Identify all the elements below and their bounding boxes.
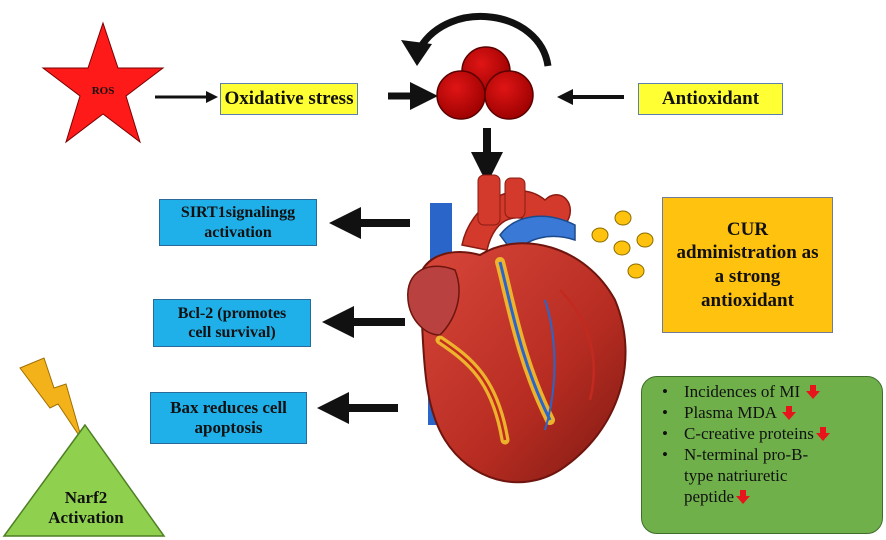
outcome-text: C-creative proteins — [684, 424, 814, 443]
antioxidant-label: Antioxidant — [661, 87, 760, 109]
outcome-item-crp: C-creative proteins — [662, 423, 876, 444]
ros-star-shape — [41, 21, 165, 144]
cell-left — [436, 70, 486, 120]
sirt1-line1: SIRT1signalingg — [180, 204, 296, 222]
outcome-text: type natriuretic — [684, 466, 788, 485]
heart-illustration — [407, 174, 627, 484]
cur-line2: administration as — [676, 242, 819, 264]
oxidative-stress-label: Oxidative stress — [224, 87, 354, 109]
cur-line4: antioxidant — [701, 289, 794, 311]
cur-particle — [627, 263, 645, 279]
sirt1-box: SIRT1signalingg activation — [159, 199, 317, 246]
cycle-arrowhead — [401, 40, 432, 66]
cur-line3: a strong — [714, 266, 781, 287]
decrease-arrow-icon — [736, 490, 751, 504]
outcome-text: peptide — [684, 487, 735, 506]
ros-label-text: ROS — [91, 85, 115, 97]
narf2-triangle — [2, 423, 166, 537]
outcome-item-mda: Plasma MDA — [662, 402, 876, 423]
outcomes-panel: Incidences of MI Plasma MDA C-creative p… — [641, 376, 883, 534]
cur-particle — [613, 240, 631, 256]
cur-particle — [636, 232, 654, 248]
bax-box: Bax reduces cell apoptosis — [150, 392, 307, 444]
outcome-text: Incidences of MI — [684, 382, 801, 401]
decrease-arrow-icon — [782, 406, 797, 420]
sirt1-line2: activation — [204, 223, 272, 241]
narf2-line1: Narf2 — [64, 488, 108, 507]
cur-particle — [614, 210, 632, 226]
outcome-item-ntprobnp: N-terminal pro-B- — [662, 444, 876, 465]
decrease-arrow-icon — [815, 427, 830, 441]
oxidative-stress-box: Oxidative stress — [220, 83, 358, 115]
lightning-icon — [19, 357, 83, 441]
outcome-item-continued: type natriuretic — [684, 465, 876, 486]
outcome-text: N-terminal pro-B- — [684, 445, 809, 464]
outcomes-list: Incidences of MI Plasma MDA C-creative p… — [642, 377, 882, 507]
bcl2-line2: cell survival) — [188, 324, 276, 341]
bax-line2: apoptosis — [194, 418, 263, 437]
outcome-item-mi: Incidences of MI — [662, 381, 876, 402]
outcome-item-continued: peptide — [684, 486, 876, 507]
cur-particle — [591, 227, 609, 243]
bax-line1: Bax reduces cell — [170, 397, 287, 417]
antioxidant-box: Antioxidant — [638, 83, 783, 115]
bcl2-line1: Bcl-2 (promotes — [177, 304, 287, 322]
bcl2-box: Bcl-2 (promotes cell survival) — [153, 299, 311, 347]
decrease-arrow-icon — [806, 385, 821, 399]
cycle-curved-arrow — [417, 13, 552, 67]
ros-label: ROS — [83, 85, 123, 97]
cur-box: CUR administration as a strong antioxida… — [662, 197, 833, 333]
cur-line1: CUR — [726, 218, 769, 240]
cell-right — [484, 70, 534, 120]
outcome-text: Plasma MDA — [684, 403, 777, 422]
narf2-label: Narf2 Activation — [44, 488, 128, 528]
narf2-line2: Activation — [48, 508, 124, 527]
